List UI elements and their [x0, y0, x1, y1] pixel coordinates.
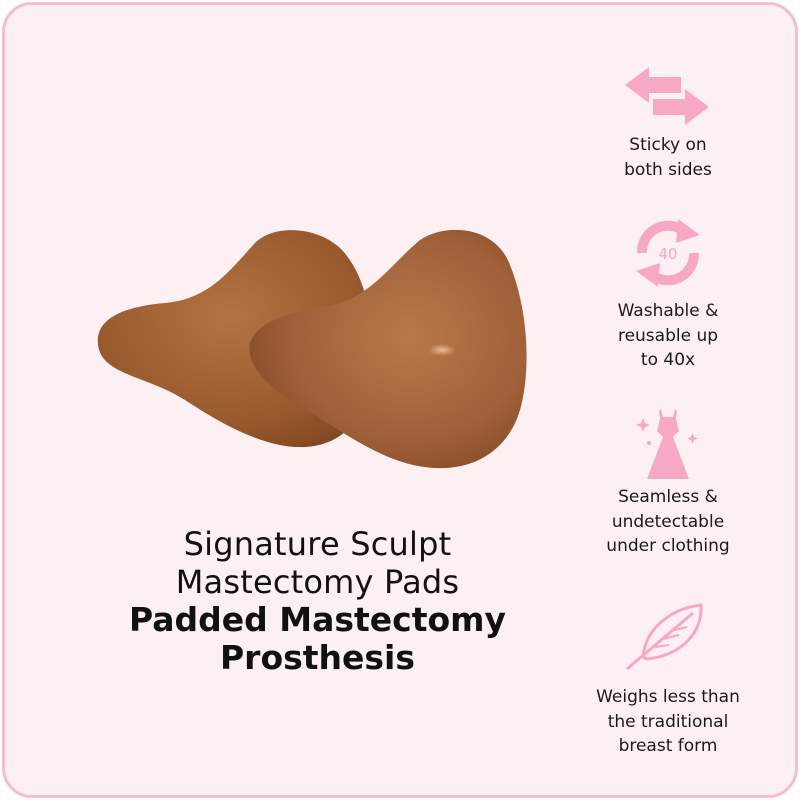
feature-seamless: Seamless & undetectable under clothing: [568, 407, 768, 559]
wash-count-text: 40: [658, 245, 677, 263]
mastectomy-pads-image: [97, 229, 527, 469]
swap-arrows-icon: [625, 67, 709, 125]
feature-label: Washable & reusable up to 40x: [617, 301, 719, 370]
dress-icon: [636, 409, 698, 479]
feature-label: Seamless & undetectable under clothing: [606, 487, 730, 556]
feature-lightweight: Weighs less than the traditional breast …: [568, 601, 768, 759]
title-line-4: Prosthesis: [219, 638, 416, 677]
product-title: Signature Sculpt Mastectomy Pads Padded …: [65, 525, 570, 677]
feature-sticky: Sticky on both sides: [568, 65, 768, 182]
title-line-3: Padded Mastectomy: [128, 600, 507, 639]
title-line-1: Signature Sculpt: [183, 525, 452, 563]
feature-label: Weighs less than the traditional breast …: [596, 687, 740, 756]
feather-icon: [626, 603, 703, 671]
feature-label: Sticky on both sides: [624, 135, 712, 180]
wash-cycle-icon: 40: [636, 219, 700, 287]
title-line-2: Mastectomy Pads: [175, 563, 460, 601]
feature-washable: 40 Washable & reusable up to 40x: [568, 213, 768, 373]
